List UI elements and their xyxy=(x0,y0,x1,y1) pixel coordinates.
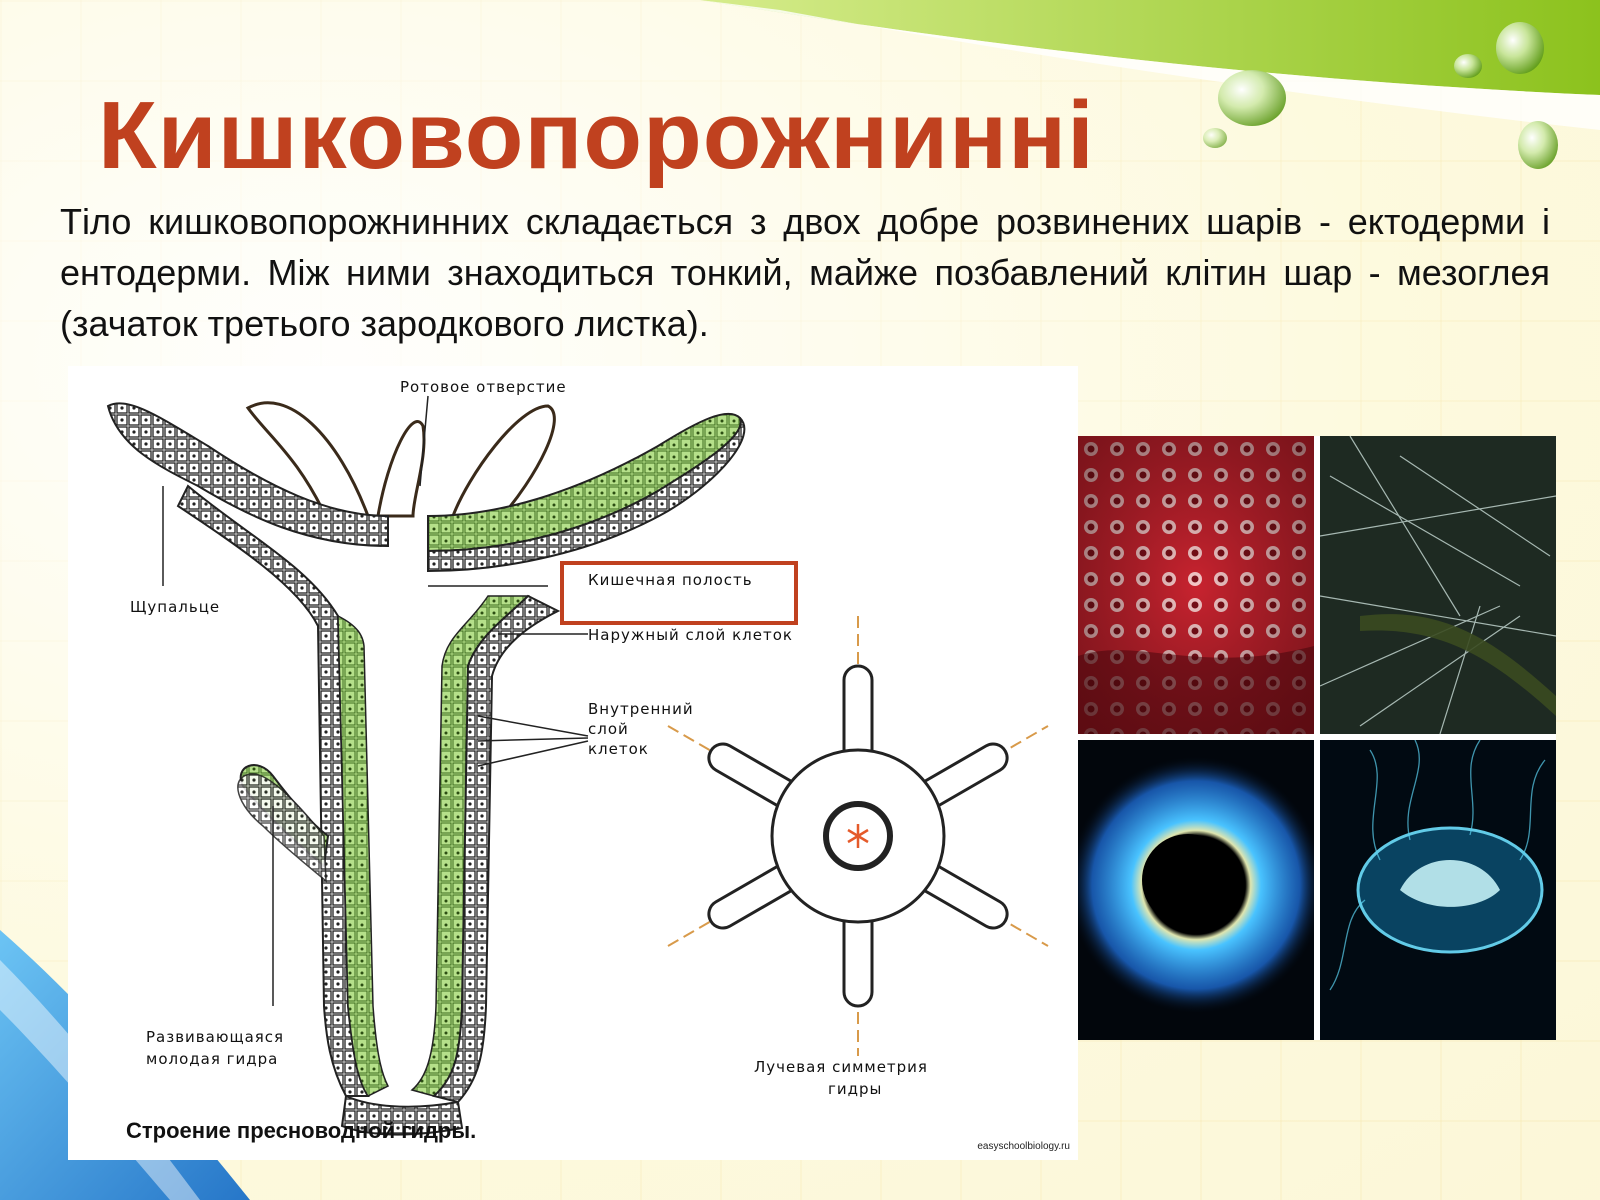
body-left-ectoderm xyxy=(176,484,370,1097)
watermark: easyschoolbiology.ru xyxy=(977,1141,1070,1152)
moon-jellyfish-image xyxy=(1320,740,1556,1040)
label-mouth: Ротовое отверстие xyxy=(400,378,567,396)
label-young-hydra-line1: Развивающаяся xyxy=(146,1028,285,1046)
coral-polyps-image xyxy=(1078,436,1314,734)
leader-lines xyxy=(162,395,589,1006)
label-young-hydra-line2: молодая гидра xyxy=(146,1050,279,1068)
blue-jellyfish-image xyxy=(1078,740,1314,1040)
label-outer-layer: Наружный слой клеток xyxy=(588,626,793,644)
slide-body-text: Тіло кишковопорожнинних складається з дв… xyxy=(60,201,1550,344)
moon-jellyfish-photo xyxy=(1320,740,1556,1040)
bud-outer xyxy=(237,773,327,883)
coral-polyps-photo xyxy=(1078,436,1314,734)
body-left-endoderm xyxy=(337,614,390,1097)
tentacle-outline-mid xyxy=(376,420,426,518)
blue-jellyfish-photo xyxy=(1078,740,1314,1040)
tentacle-outline-right xyxy=(450,404,556,523)
hydra-illustration xyxy=(106,395,1049,1136)
diagram-caption: Строение пресноводной гидры. xyxy=(126,1118,477,1143)
hydroid-colony-photo xyxy=(1320,436,1556,734)
right-arm-ectoderm xyxy=(427,417,746,573)
label-symmetry-line1: Лучевая симметрия xyxy=(754,1058,928,1076)
label-inner-layer-line3: клеток xyxy=(588,740,649,758)
gut-cavity-highlight-box xyxy=(560,561,798,625)
cnidarian-photo-grid xyxy=(1078,436,1556,1040)
label-gut-cavity: Кишечная полость xyxy=(588,571,753,589)
slide-title: Кишковопорожнинні xyxy=(98,82,1095,189)
label-tentacle: Щупальце xyxy=(130,598,221,616)
radial-symmetry-diagram xyxy=(667,616,1049,1056)
label-symmetry-line2: гидры xyxy=(828,1080,883,1098)
foot-basal-disc xyxy=(340,1094,464,1136)
label-inner-layer-line2: слой xyxy=(588,720,629,738)
hydroid-colony-image xyxy=(1320,436,1556,734)
hydra-structure-diagram: Ротовое отверстие Щупальце Кишечная поло… xyxy=(68,366,1078,1160)
label-inner-layer-line1: Внутренний xyxy=(588,700,694,718)
left-arm-ectoderm xyxy=(106,402,389,548)
